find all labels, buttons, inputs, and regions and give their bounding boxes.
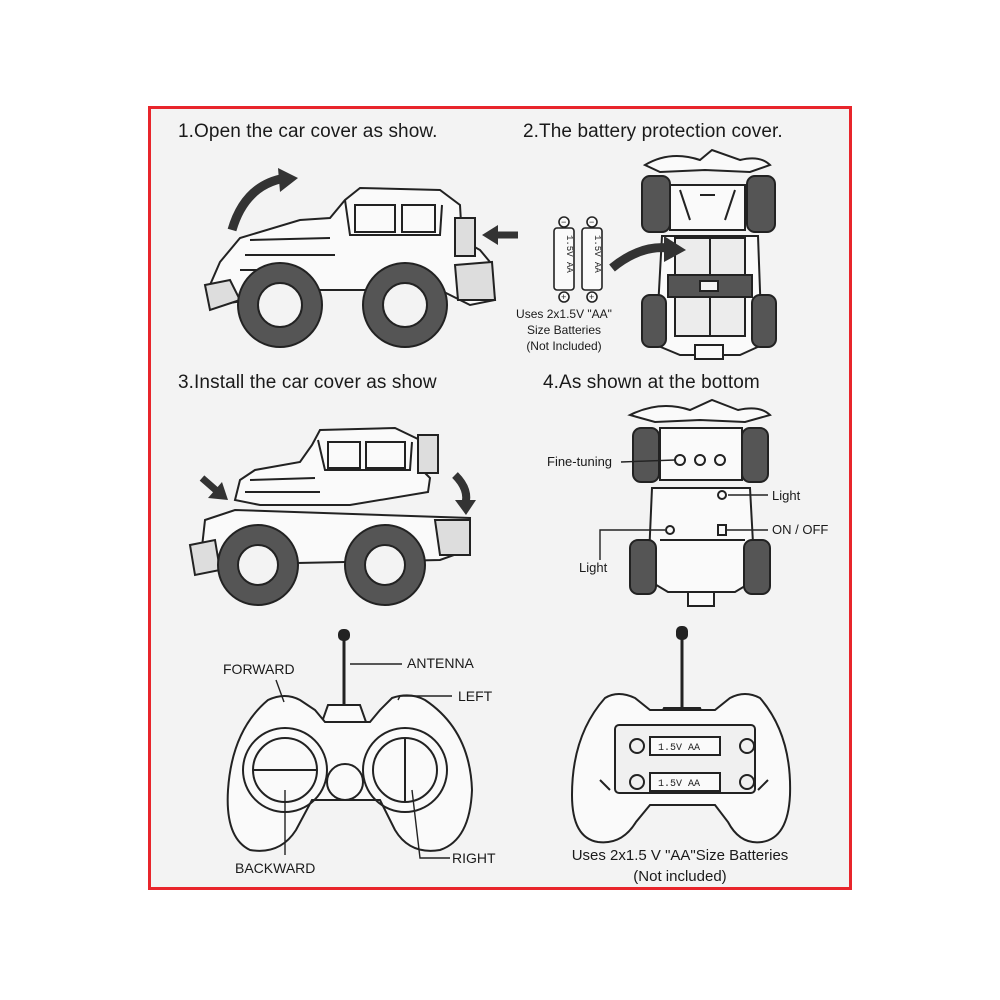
step-4-heading: 4.As shown at the bottom bbox=[543, 372, 760, 393]
step-1-heading: 1.Open the car cover as show. bbox=[178, 121, 438, 142]
remote-battery-caption-line-1: Uses 2x1.5 V "AA"Size Batteries bbox=[571, 847, 789, 864]
step2-battery-caption: Uses 2x1.5V "AA" Size Batteries (Not Inc… bbox=[505, 306, 623, 354]
step2-caption-line-3: (Not Included) bbox=[526, 339, 602, 353]
step2-caption-line-1: Uses 2x1.5V "AA" bbox=[516, 307, 612, 321]
step2-battery-cells bbox=[553, 216, 603, 303]
battery-1-plus: + bbox=[561, 293, 566, 303]
backward-label: BACKWARD bbox=[235, 860, 316, 876]
fine-tuning-label: Fine-tuning bbox=[547, 454, 613, 469]
remote-battery-caption-line-2: (Not included) bbox=[633, 868, 727, 885]
step1-jeep-illustration bbox=[203, 168, 518, 348]
battery-1-label: 1.5V AA bbox=[564, 235, 574, 273]
step3-jeep-illustration bbox=[188, 426, 476, 606]
step4-bottom-illustration bbox=[599, 398, 772, 607]
light-left-label: Light bbox=[579, 560, 608, 575]
right-label: RIGHT bbox=[452, 850, 496, 866]
step2-caption-line-2: Size Batteries bbox=[526, 323, 602, 337]
on-off-label: ON / OFF bbox=[772, 522, 829, 537]
remote-battery-2-label: 1.5V AA bbox=[658, 779, 700, 790]
forward-label: FORWARD bbox=[223, 661, 295, 677]
remote-back-battery-text: 1.5V AA 1.5V AA bbox=[658, 743, 700, 790]
remote-battery-1-label: 1.5V AA bbox=[658, 743, 700, 754]
remote-front-illustration bbox=[226, 629, 474, 859]
step2-battery-text: 1.5V AA 1.5V AA − − + + bbox=[561, 218, 602, 303]
left-label: LEFT bbox=[458, 688, 493, 704]
remote-back-illustration bbox=[570, 626, 792, 844]
battery-2-minus: − bbox=[589, 218, 594, 228]
step-3-heading: 3.Install the car cover as show bbox=[178, 372, 437, 393]
step2-chassis-illustration bbox=[609, 148, 777, 360]
light-right-label: Light bbox=[772, 488, 801, 503]
battery-1-minus: − bbox=[561, 218, 566, 228]
antenna-label: ANTENNA bbox=[407, 655, 474, 671]
battery-2-plus: + bbox=[589, 293, 594, 303]
step-2-heading: 2.The battery protection cover. bbox=[523, 121, 783, 142]
battery-2-label: 1.5V AA bbox=[592, 235, 602, 273]
